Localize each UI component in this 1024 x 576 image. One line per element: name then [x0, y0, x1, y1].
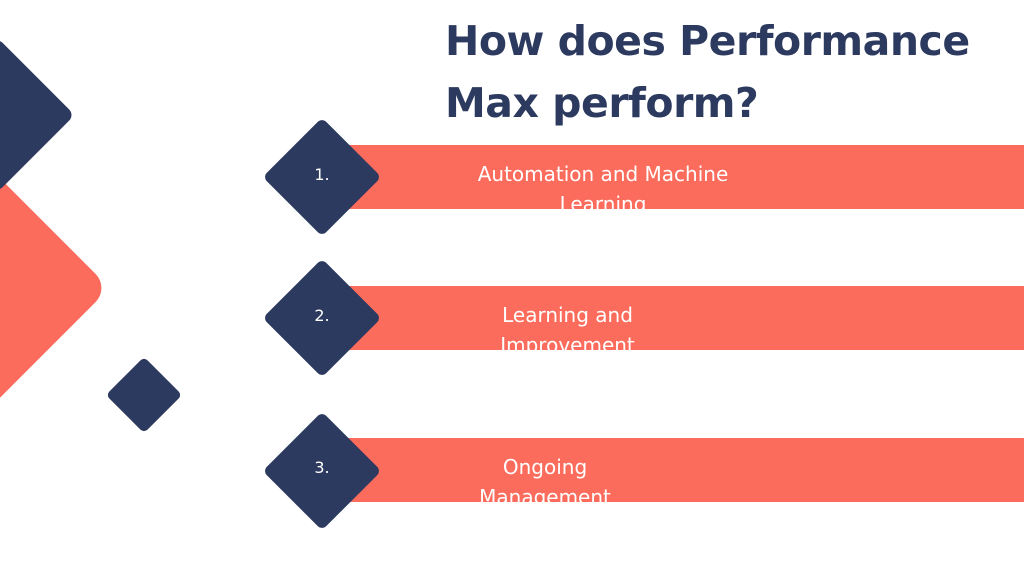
item-bar-1: Automation and Machine Learning	[330, 145, 1024, 209]
item-label-2: Learning and Improvement	[500, 303, 635, 350]
navy-diamond-shape-top	[0, 37, 75, 193]
item-label-3: Ongoing Management	[479, 455, 611, 502]
item-label-1: Automation and Machine Learning	[477, 162, 729, 209]
item-number-3: 3.	[314, 458, 330, 477]
navy-diamond-shape-small	[105, 356, 183, 434]
item-bar-2: Learning and Improvement	[330, 286, 1024, 350]
slide-title: How does Performance Max perform?	[445, 17, 970, 127]
item-number-2: 2.	[314, 306, 330, 325]
item-number-1: 1.	[314, 165, 330, 184]
item-bar-3: Ongoing Management	[330, 438, 1024, 502]
